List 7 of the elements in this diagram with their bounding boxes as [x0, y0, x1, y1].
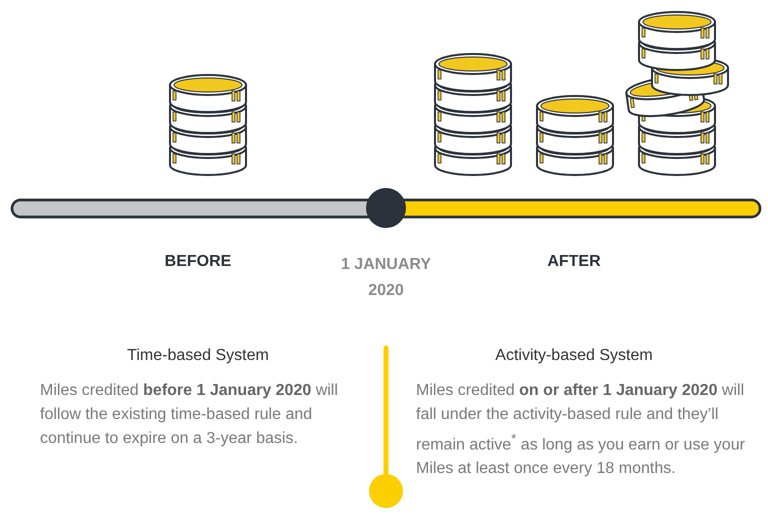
- period-label: AFTER: [546, 252, 602, 272]
- section-heading: Activity-based System: [494, 346, 654, 366]
- description-text: Miles credited on or after 1 January 2020 will fall under the activity-based rule and they’ll remain active$^{*}$ as long as you earn or use your Miles at least once every 18 months.: [416, 381, 746, 480]
- section-heading: Time-based System: [126, 346, 270, 366]
- date-label: 1 JANUARY 2020: [340, 255, 432, 301]
- period-label: BEFORE: [164, 252, 232, 272]
- description-text: Miles credited before 1 January 2020 will follow the existing time-based rule and continue to expire on a 3-year basis.: [40, 381, 339, 449]
